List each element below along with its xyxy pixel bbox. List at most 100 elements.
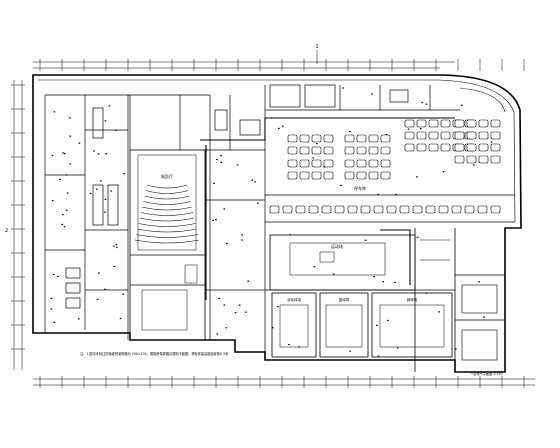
fixture-mark (63, 152, 66, 155)
column-grid-ticks (11, 59, 525, 388)
parking-stall (299, 146, 310, 155)
fixture-mark (89, 192, 92, 194)
fixture-mark (349, 130, 351, 133)
parking-stall (368, 159, 379, 168)
fixture-mark (104, 198, 107, 201)
fixture-mark (53, 111, 56, 113)
fixture-mark (386, 319, 389, 322)
court-label: 网球场 (407, 297, 418, 302)
parking-stall (323, 134, 334, 143)
fixture-mark (69, 163, 72, 165)
parking-stall (478, 131, 489, 140)
parking-stall (347, 205, 358, 214)
parking-stall (490, 205, 501, 214)
parking-stall (308, 205, 319, 214)
fixture-mark (385, 133, 388, 136)
fixture-mark (483, 316, 485, 318)
fixture-mark (247, 280, 249, 282)
fixture-mark (99, 180, 102, 182)
fixture-mark (69, 135, 72, 137)
seat-row (138, 223, 196, 227)
parking-stall (416, 131, 427, 140)
north-marker: 1 (315, 44, 319, 64)
fixture-mark (123, 173, 125, 175)
fixture-mark (377, 355, 380, 357)
parking-stall (269, 205, 280, 214)
parking-stall (368, 171, 379, 180)
seat-row (143, 201, 191, 205)
parking-stall (451, 205, 462, 214)
parking-stall (356, 146, 367, 155)
parking-stall (412, 205, 423, 214)
fixture-mark (52, 273, 55, 276)
parking-stall (478, 155, 489, 164)
parking-stall (287, 146, 298, 155)
fixture-mark (115, 244, 118, 246)
parking-stall (386, 205, 397, 214)
fixture-mark (212, 219, 214, 221)
fixture-mark (62, 213, 64, 216)
parking-stall (464, 205, 475, 214)
sports-hall-label: 运动场 (331, 243, 343, 249)
parking-stall (454, 119, 465, 128)
parking-stall (299, 171, 310, 180)
parking-stall (356, 134, 367, 143)
parking-stall (404, 119, 415, 128)
fixture-mark (119, 317, 122, 320)
fixture-mark (220, 161, 223, 163)
middle-rooms (129, 85, 266, 352)
seat-row (144, 195, 190, 200)
fixture-mark (216, 158, 218, 160)
fixture-mark (69, 117, 71, 119)
parking-stall (428, 143, 439, 152)
electrical-fixtures (50, 87, 496, 357)
parking-stall (466, 119, 477, 128)
fixture-mark (65, 174, 68, 176)
parking-area (265, 84, 515, 223)
left-wing-rooms (44, 94, 210, 340)
sports-hall (265, 228, 505, 372)
parking-stall (490, 143, 501, 152)
fixture-mark (113, 245, 115, 247)
parking-stall (311, 146, 322, 155)
fixture-mark (396, 347, 399, 349)
fixture-mark (51, 154, 54, 157)
parking-stall (454, 131, 465, 140)
fixture-mark (340, 184, 342, 187)
parking-stall (490, 131, 501, 140)
seat-row (134, 239, 200, 244)
fixture-mark (110, 190, 112, 192)
fixture-mark (313, 266, 316, 268)
parking-stall (404, 131, 415, 140)
parking-stall (490, 119, 501, 128)
parking-stall (344, 159, 355, 168)
parking-stall (416, 119, 427, 128)
fixture-mark (51, 199, 54, 202)
fixture-mark (332, 273, 335, 275)
drawing-note: 注：1.图中未标注的电缆桥架规格为 200×100，弱电桥架规格见弱电平面图，桥… (80, 351, 229, 356)
fixture-mark (104, 120, 107, 122)
auditorium-label: 报告厅 (161, 173, 173, 179)
fixture-mark (407, 128, 410, 130)
parking-stall (380, 146, 391, 155)
parking-stall (466, 143, 477, 152)
fixture-mark (364, 239, 367, 241)
fixture-mark (218, 297, 220, 299)
fixture-mark (105, 153, 108, 155)
fixture-mark (342, 87, 345, 89)
fixture-mark (251, 179, 254, 181)
auditorium-block (129, 149, 206, 341)
fixture-mark (312, 157, 314, 159)
parking-stall (368, 146, 379, 155)
parking-stall (323, 159, 334, 168)
seat-row (136, 234, 198, 238)
court-label: 篮球场 (339, 297, 350, 302)
fixture-mark (455, 348, 457, 350)
fixture-mark (78, 318, 80, 320)
parking-stall (425, 205, 436, 214)
fixture-mark (108, 105, 111, 107)
parking-stall (299, 159, 310, 168)
parking-stall (299, 134, 310, 143)
fixture-mark (122, 293, 124, 295)
right-annex (420, 239, 498, 361)
